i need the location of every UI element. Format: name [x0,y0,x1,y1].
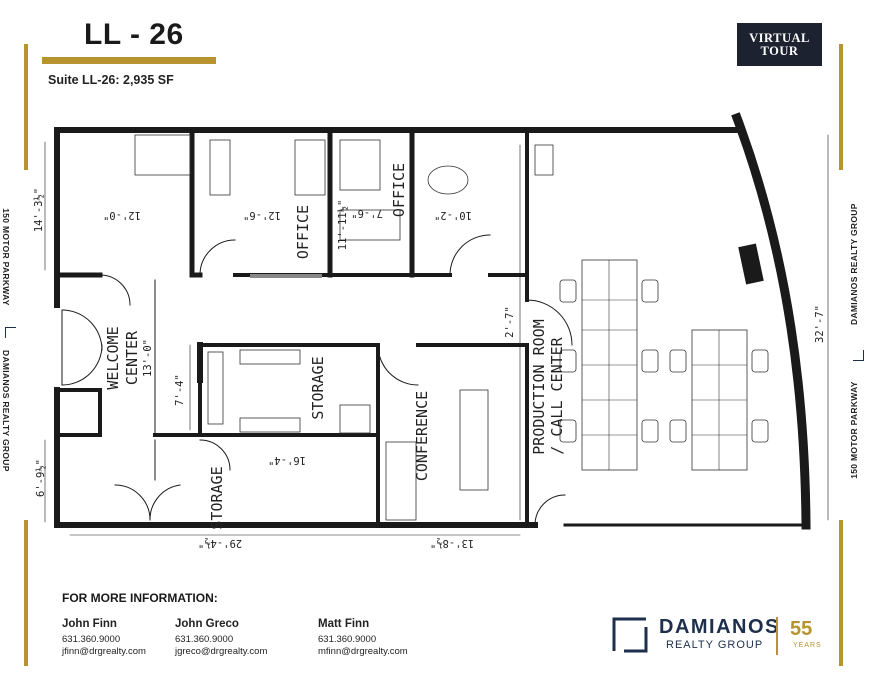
office-label-2: OFFICE [390,163,408,217]
years-number: 55 [790,618,813,640]
storage-shelf-3 [239,417,301,433]
dim-29ft: 29'-4½" [198,537,242,549]
damianos-logo-icon [612,617,648,653]
dim-14ft: 14'-3½" [33,188,45,232]
left-logo-mark-icon [5,327,16,338]
reception-chair [534,144,554,176]
storage-label-1: STORAGE [309,356,327,419]
right-logo-mark-icon [853,350,864,361]
desk-2 [209,139,231,196]
dim-12ft: 12'-0" [103,209,141,221]
dim-13ft: 13'-0" [142,339,154,377]
storage-shelf-2 [239,349,301,365]
conference-label: CONFERENCE [413,391,431,481]
contact-card-3: Matt Finn 631.360.9000 mfinn@drgrealty.c… [318,618,408,658]
right-gold-line-bottom [839,520,843,666]
years-label: YEARS [793,642,822,649]
dim-13ft-8: 13'-8½" [430,537,474,549]
desk-5 [339,209,401,241]
contact-phone: 631.360.9000 [175,634,234,645]
storage-label-2: STORAGE [208,466,226,529]
contact-email[interactable]: mfinn@drgrealty.com [318,646,408,657]
virtual-tour-button[interactable]: VIRTUAL TOUR [737,23,822,66]
welcome-label: WELCOME [104,326,122,389]
dim-7ft-4: 7'-4" [174,374,186,406]
structural-column [738,243,764,285]
right-side-labels: DAMIANOS REALTY GROUP 150 MOTOR PARKWAY [846,200,870,500]
title-underline [42,57,216,64]
storage-desk [339,404,371,434]
virtual-tour-label-1: VIRTUAL [749,30,810,45]
center-label: CENTER [123,330,141,385]
dim-12ft-6: 12'-6" [243,209,281,221]
page-title: LL - 26 [84,18,184,51]
contact-email[interactable]: jfinn@drgrealty.com [62,646,146,657]
brand-separator [776,617,778,655]
conference-table [459,389,489,491]
contact-email[interactable]: jgreco@drgrealty.com [175,646,268,657]
brand-name: DAMIANOS [659,616,780,638]
production-room-label: PRODUCTION ROOM [530,319,548,454]
contact-card-1: John Finn 631.360.9000 jfinn@drgrealty.c… [62,618,146,658]
suite-subtitle: Suite LL-26: 2,935 SF [48,73,174,87]
outer-wall-curved [731,112,811,530]
left-side-labels: 150 MOTOR PARKWAY DAMIANOS REALTY GROUP [0,200,24,500]
dim-32ft: 32'-7" [814,305,826,343]
dim-2ft-7: 2'-7" [504,306,516,338]
contact-phone: 631.360.9000 [318,634,377,645]
contact-name: John Finn [62,618,117,630]
desk-4 [339,139,381,191]
dim-16ft: 16'-4" [268,454,306,466]
desk-1 [134,134,191,176]
dim-7ft-6: 7'-6" [351,207,383,219]
round-table [427,165,469,195]
desk-3 [294,139,326,196]
contact-card-2: John Greco 631.360.9000 jgreco@drgrealty… [175,618,267,658]
conference-credenza [385,441,417,521]
dim-10ft: 10'-2" [434,209,472,221]
contact-name: Matt Finn [318,618,370,630]
storage-shelf-1 [207,351,224,425]
dim-6ft: 6'-9½" [35,459,47,497]
left-gold-line-bottom [24,520,28,666]
right-gold-line-top [839,44,843,170]
left-gold-line-top [24,44,28,170]
call-center-label: / CALL CENTER [548,336,566,454]
virtual-tour-label-2: TOUR [760,43,799,58]
brand-subtitle: REALTY GROUP [666,639,764,651]
office-label-1: OFFICE [294,205,312,259]
info-heading: FOR MORE INFORMATION: [62,591,218,605]
dim-11ft: 11'-11½" [337,200,349,251]
contact-name: John Greco [175,618,239,630]
contact-phone: 631.360.9000 [62,634,121,645]
